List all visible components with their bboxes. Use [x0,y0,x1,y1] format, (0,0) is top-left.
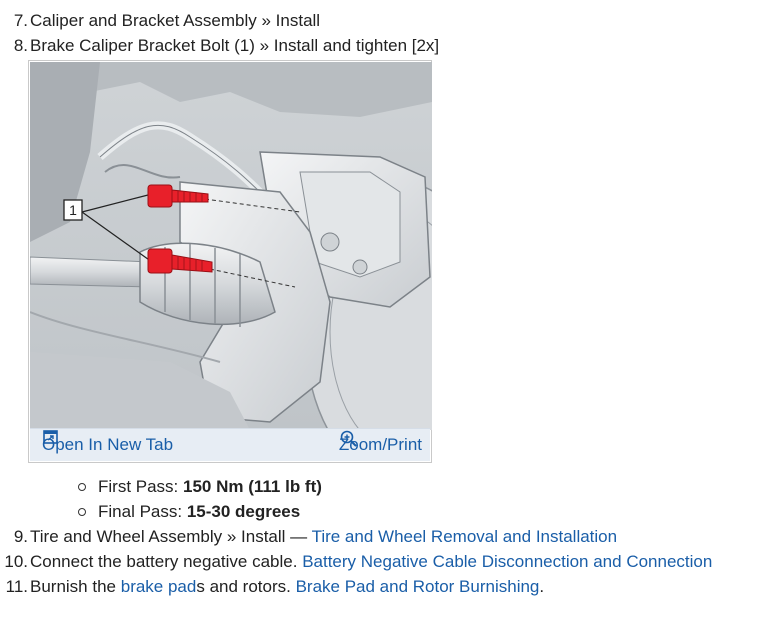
burnishing-link[interactable]: Brake Pad and Rotor Burnishing [295,577,540,596]
zoom-icon [340,430,357,447]
open-new-tab-icon [43,430,58,444]
step-9: 9.Tire and Wheel Assembly » Install — Ti… [0,525,617,549]
bolt-upper [147,184,209,208]
step-number: 11. [5,577,28,596]
step-10: 10.Connect the battery negative cable. B… [0,550,712,574]
final-pass-item: Final Pass: 15-30 degrees [78,500,300,524]
step-number: 7. [13,11,28,30]
step-text-cont: s and rotors. [196,577,296,596]
pass-label: First Pass: [98,477,184,496]
zoom-print-label: Zoom/Print [338,435,422,454]
step-number: 8. [13,36,28,55]
open-in-new-tab-button[interactable]: Open In New Tab [42,429,173,461]
step-number: 9. [13,527,28,546]
step-number: 10. [4,552,28,571]
pass-label: Final Pass: [98,502,187,521]
zoom-print-button[interactable]: Zoom/Print [339,429,422,461]
figure-toolbar: Open In New Tab Zoom/Print [30,428,430,461]
illustration-graphic: 1 [30,62,432,430]
bullet-icon [78,483,86,491]
step-8: 8.Brake Caliper Bracket Bolt (1) » Insta… [0,34,439,58]
step-text: Brake Caliper Bracket Bolt (1) » Install… [30,36,440,55]
battery-cable-link[interactable]: Battery Negative Cable Disconnection and… [302,552,713,571]
tire-wheel-link[interactable]: Tire and Wheel Removal and Installation [311,527,618,546]
step-text: Caliper and Bracket Assembly » Install [30,11,321,30]
bullet-icon [78,508,86,516]
brake-bracket-illustration: 1 Open In New Tab Zoom/Print [28,60,432,463]
step-11: 11.Burnish the brake pads and rotors. Br… [0,575,545,599]
open-in-new-tab-label: Open In New Tab [42,435,174,454]
step-text: Burnish the [30,577,121,596]
step-trailing: . [539,577,545,596]
brake-pad-link[interactable]: brake pad [120,577,197,596]
bolt-lower [147,248,213,274]
pass-value: 15-30 degrees [186,502,301,521]
pass-value: 150 Nm (111 lb ft) [183,477,322,496]
callout-label: 1 [69,202,77,218]
first-pass-item: First Pass: 150 Nm (111 lb ft) [78,475,322,499]
step-text: Tire and Wheel Assembly » Install — [30,527,312,546]
step-7: 7.Caliper and Bracket Assembly » Install [0,9,320,33]
step-text: Connect the battery negative cable. [30,552,303,571]
